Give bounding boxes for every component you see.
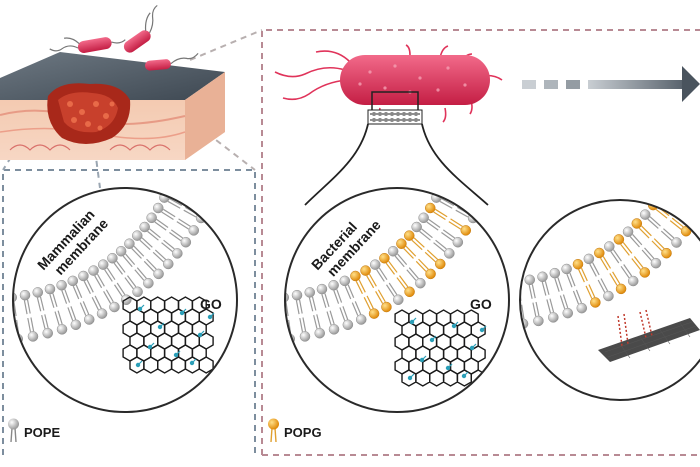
bacterial-go-label: GO	[470, 296, 492, 312]
lipid-bilayer-icon	[520, 200, 700, 362]
connector-line	[189, 29, 263, 61]
bacterium-icon	[49, 4, 199, 71]
bacterium-icon	[274, 44, 503, 206]
graphene-oxide-icon	[394, 309, 487, 387]
arrow-right-icon	[522, 66, 700, 102]
mammalian-go-label: GO	[200, 296, 222, 312]
pope-legend-label: POPE	[24, 425, 61, 440]
bacterial-panel-frame	[261, 29, 700, 456]
popg-legend-label: POPG	[284, 425, 322, 440]
lipid-bilayer-icon	[285, 188, 492, 387]
mammalian-panel-frame	[2, 169, 256, 455]
popg-legend-icon	[268, 418, 279, 443]
mammalian-membrane-zoom	[12, 187, 238, 413]
graphene-oxide-icon	[598, 318, 700, 362]
pope-legend-icon	[8, 418, 19, 443]
interaction-zoom	[519, 199, 700, 401]
graphene-oxide-icon	[122, 296, 215, 374]
skin-tissue-icon	[0, 52, 225, 160]
bacterial-membrane-zoom	[284, 187, 510, 413]
